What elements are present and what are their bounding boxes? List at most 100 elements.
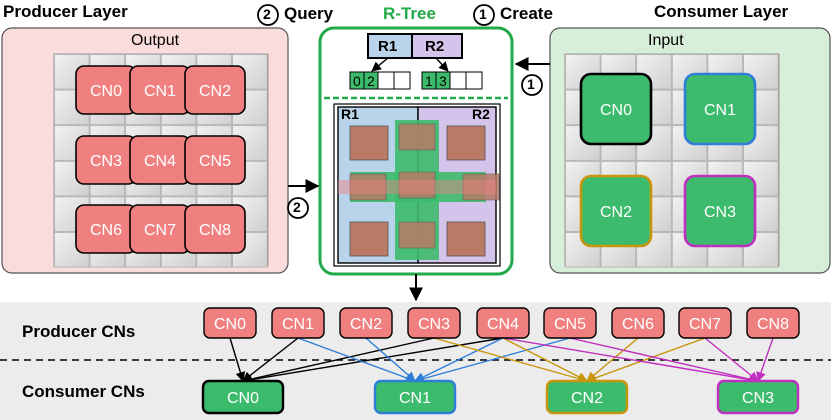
root-to-leaf2-arrow [435, 57, 449, 72]
bottom-consumer-cn-3 [716, 379, 800, 415]
consumer-cn-label-0: CN0 [600, 102, 632, 119]
link-cn5-to-cn3 [569, 337, 759, 384]
root-to-leaf1-arrow [371, 57, 389, 72]
rtree-block-overlap-4 [398, 221, 436, 249]
bottom-consumer-cn-label-3: CN3 [742, 390, 774, 407]
link-cn8-to-cn3 [756, 337, 774, 382]
bottom-producer-cn-1 [271, 307, 325, 339]
consumer-cn-label-2: CN2 [600, 204, 632, 221]
bottom-producer-cn-label-1: CN1 [282, 316, 314, 333]
link-cn4-to-cn1 [414, 337, 504, 382]
bottom-consumer-cn-label-0: CN0 [227, 390, 259, 407]
bottom-producer-cn-label-0: CN0 [214, 316, 246, 333]
producer-cn-label-7: CN7 [144, 222, 176, 239]
bottom-producer-cn-label-5: CN5 [554, 316, 586, 333]
create-step-label: Create [500, 4, 553, 23]
rtree-block-corner-3 [446, 221, 486, 257]
header-create-circle [473, 4, 495, 26]
create-step-num: 1 [479, 6, 487, 22]
bottom-producer-cn-label-3: CN3 [418, 316, 450, 333]
producer-cn-label-1: CN1 [144, 83, 176, 100]
bottom-producer-cn-2 [339, 307, 393, 339]
rtree-root-r1-label: R1 [378, 38, 398, 55]
bottom-producer-cn-0 [203, 307, 257, 339]
bottom-producer-cn-8 [746, 307, 800, 339]
bottom-consumer-cn-0 [201, 379, 285, 415]
bottom-producer-cn-label-8: CN8 [757, 316, 789, 333]
bottom-producer-cn-label-4: CN4 [487, 316, 519, 333]
consumer-cn-box-1 [683, 72, 757, 146]
consumer-cn-box-0 [579, 72, 653, 146]
bottom-producer-cn-3 [407, 307, 461, 339]
producer-cn-label-0: CN0 [90, 83, 122, 100]
bottom-producer-cn-label-2: CN2 [350, 316, 382, 333]
bottom-producer-cn-4 [476, 307, 530, 339]
bottom-producer-cn-5 [543, 307, 597, 339]
leaf-r1-entry-1: 2 [367, 73, 375, 89]
link-cn7-to-cn2 [586, 337, 706, 383]
query-step-label: Query [284, 4, 334, 23]
bottom-consumer-cn-2 [545, 379, 629, 415]
leaf-r2-entry-1: 3 [439, 73, 447, 89]
leaf-r2-entry-0: 1 [425, 73, 433, 89]
rtree-overlap-strip [338, 180, 496, 194]
query-step-num: 2 [263, 6, 271, 22]
rtree-block-corner-2 [349, 221, 389, 257]
consumer-cn-box-3 [683, 174, 757, 248]
producer-cn-box-8 [184, 204, 246, 254]
producer-cn-label-5: CN5 [199, 153, 231, 170]
producer-cn-label-2: CN2 [199, 83, 231, 100]
rtree-block-corner-1 [446, 125, 486, 161]
step-marker-create-circle [521, 74, 543, 96]
consumer-layer-title: Consumer Layer [654, 2, 789, 21]
link-cn2-to-cn1 [365, 337, 416, 382]
link-cn1-to-cn0 [242, 337, 299, 382]
rtree-block-overlap-3 [398, 123, 436, 151]
rtree-leaf-r2 [421, 71, 483, 90]
rtree-block-overlap-1 [349, 173, 387, 201]
link-cn4-to-cn2 [502, 337, 588, 382]
header-query-circle [257, 4, 279, 26]
rtree-root-r2 [411, 33, 463, 59]
input-title: Input [648, 32, 684, 49]
producer-cn-box-2 [184, 65, 246, 115]
consumer-cns-label: Consumer CNs [22, 382, 145, 401]
marker-create-num: 1 [527, 76, 535, 92]
link-cn4-to-cn3 [502, 337, 759, 385]
bottom-producer-cn-6 [611, 307, 665, 339]
step-marker-query-circle [287, 197, 309, 219]
rtree-root-r1 [367, 33, 413, 59]
producer-cn-label-4: CN4 [144, 153, 176, 170]
rtree-leaf-r1 [349, 71, 411, 90]
marker-query-num: 2 [293, 199, 301, 215]
bottom-producer-cn-label-6: CN6 [622, 316, 654, 333]
producer-cn-label-6: CN6 [90, 222, 122, 239]
link-cn7-to-cn3 [704, 337, 759, 382]
link-cn1-to-cn1 [297, 337, 416, 383]
producer-cns-label: Producer CNs [22, 322, 136, 341]
output-title: Output [131, 32, 180, 49]
link-cn3-to-cn0 [242, 337, 435, 384]
rtree-block-overlap-2 [462, 173, 500, 201]
bottom-producer-cn-label-7: CN7 [689, 316, 721, 333]
producer-layer-title: Producer Layer [3, 2, 128, 21]
bottom-consumer-cn-label-1: CN1 [399, 390, 431, 407]
consumer-cn-box-2 [579, 174, 653, 248]
producer-cn-label-8: CN8 [199, 222, 231, 239]
rtree-block-corner-0 [349, 125, 389, 161]
consumer-cn-label-1: CN1 [704, 102, 736, 119]
region-r2-label: R2 [472, 106, 490, 122]
consumer-cn-label-3: CN3 [704, 204, 736, 221]
rtree-title: R-Tree [383, 4, 436, 23]
rtree-root-r2-label: R2 [425, 38, 445, 55]
link-cn3-to-cn2 [433, 337, 588, 384]
bottom-consumer-cn-1 [373, 379, 457, 415]
region-r1-label: R1 [341, 106, 359, 122]
leaf-r1-entry-0: 0 [353, 73, 361, 89]
rtree-block-overlap-0 [398, 171, 436, 199]
bottom-consumer-cn-label-2: CN2 [571, 390, 603, 407]
producer-cn-box-5 [184, 135, 246, 185]
link-cn0-to-cn0 [229, 337, 246, 382]
bottom-producer-cn-7 [678, 307, 732, 339]
